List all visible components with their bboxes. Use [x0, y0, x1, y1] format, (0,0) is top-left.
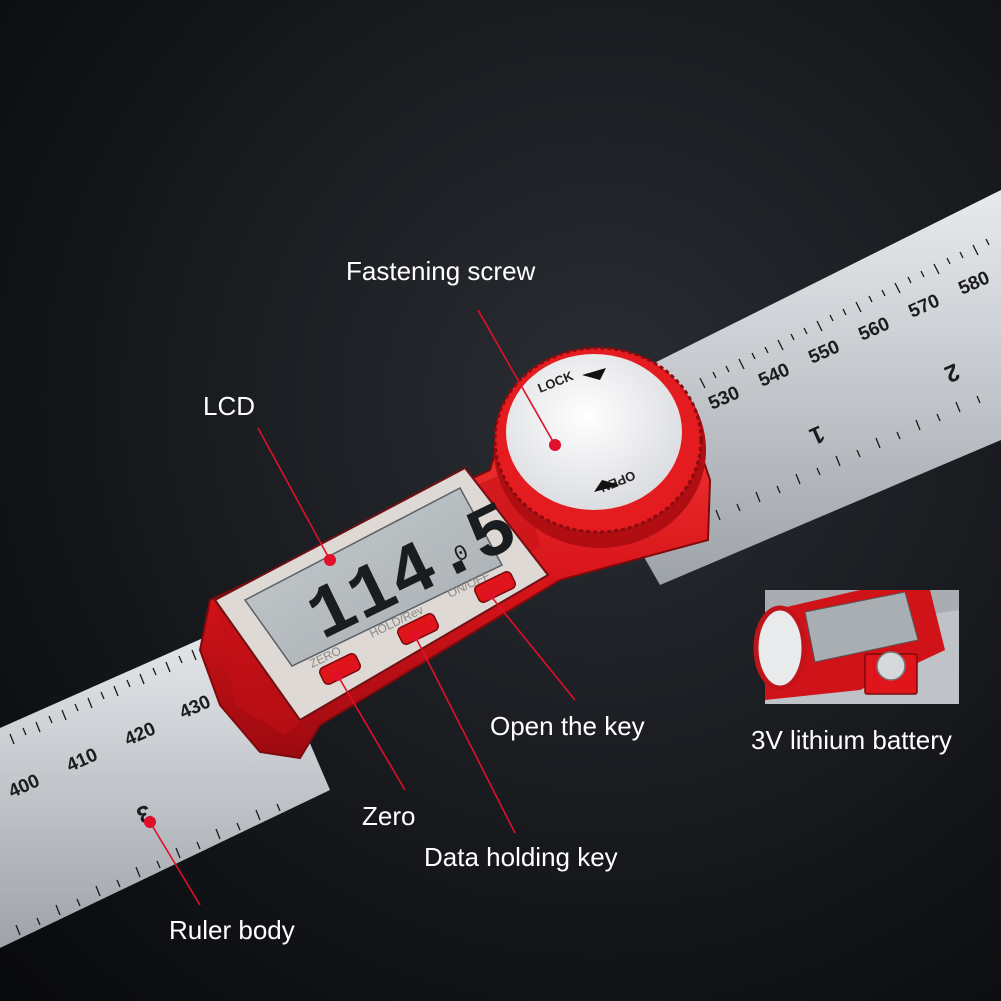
- battery-label: 3V lithium battery: [751, 725, 952, 755]
- open-key-marker-dot: [485, 590, 495, 600]
- zero-label: Zero: [362, 801, 416, 831]
- ruler-body-marker-dot: [144, 816, 156, 828]
- callout-dots: [144, 439, 561, 828]
- ruler-body-callout-line: [149, 821, 201, 906]
- open-arrow-icon: [594, 480, 620, 492]
- lcd-marker-dot: [324, 554, 336, 566]
- lcd-callout-line: [257, 427, 331, 561]
- ruler-body-label: Ruler body: [169, 915, 295, 945]
- fastening-screw-label: Fastening screw: [346, 256, 536, 286]
- onoff-button[interactable]: [473, 570, 517, 604]
- fastening-screw-callout-line: [477, 309, 556, 446]
- lcd-label: LCD: [203, 391, 256, 421]
- fastening-screw-marker-dot: [549, 439, 561, 451]
- battery-inset: [753, 590, 959, 704]
- data-holding-callout-line: [414, 635, 516, 834]
- upper-ruler-ticks: [699, 238, 990, 521]
- zero-marker-dot: [333, 671, 343, 681]
- hold-button[interactable]: [396, 612, 440, 646]
- callout-lines: [149, 309, 576, 906]
- data-holding-key-label: Data holding key: [424, 842, 618, 872]
- fastening-screw-dial[interactable]: LOCK OPEN: [493, 346, 706, 548]
- zero-button[interactable]: [318, 652, 362, 686]
- zero-callout-line: [337, 675, 406, 791]
- data-holding-marker-dot: [410, 631, 420, 641]
- open-key-label: Open the key: [490, 711, 645, 741]
- lock-arrow-icon: [582, 368, 606, 380]
- open-key-callout-line: [489, 594, 576, 701]
